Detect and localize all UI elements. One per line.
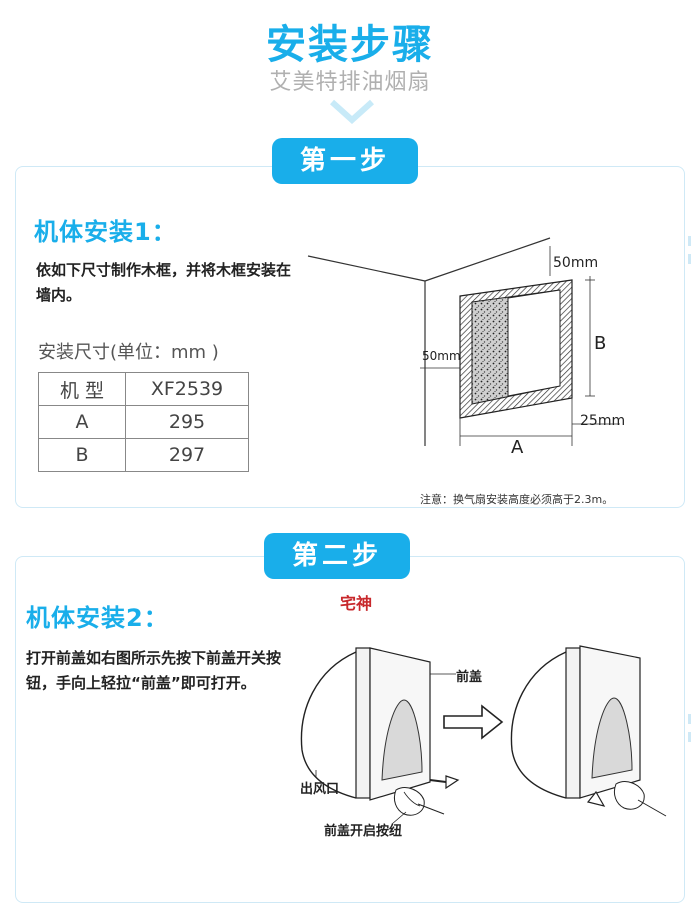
- table-cell: 295: [125, 405, 249, 439]
- decorative-dash: [688, 254, 691, 264]
- decorative-dash: [688, 714, 691, 724]
- dimension-label-bottom: 25mm: [580, 413, 626, 429]
- page-title: 安装步骤: [266, 22, 434, 68]
- table-header-cell: XF2539: [125, 372, 249, 406]
- step2-description: 打开前盖如右图所示先按下前盖开关按钮，手向上轻拉“前盖”即可打开。: [26, 649, 282, 692]
- dimension-label-b: B: [594, 333, 607, 354]
- step1-section-title: 机体安装1：: [34, 218, 177, 246]
- install-note: 注意：换气扇安装高度必须高于2.3m。: [420, 493, 614, 506]
- size-table: 机 型 XF2539 A 295 B 297: [38, 372, 249, 472]
- table-cell: 297: [125, 438, 249, 472]
- cover-release-button-label: 前盖开启按纽: [324, 824, 403, 839]
- wood-frame-diagram: [307, 237, 620, 446]
- front-cover-diagram: [300, 645, 667, 825]
- table-cell: A: [38, 405, 126, 439]
- step2-section-title: 机体安装2：: [26, 604, 169, 632]
- page-subtitle: 艾美特排油烟扇: [269, 70, 431, 95]
- step1-description: 依如下尺寸制作木框，并将木框安装在墙内。: [36, 261, 292, 304]
- decorative-dash: [688, 236, 691, 246]
- brand-logo: 宅神: [340, 594, 373, 613]
- dimension-label-a: A: [511, 437, 524, 458]
- decorative-dash: [688, 732, 691, 742]
- table-row: A 295: [38, 405, 249, 439]
- table-row: B 297: [38, 438, 249, 472]
- front-cover-label: 前盖: [456, 670, 483, 685]
- table-header-cell: 机 型: [38, 372, 126, 406]
- step1-badge: 第一步: [272, 138, 418, 184]
- dimension-label-top: 50mm: [553, 255, 599, 271]
- size-label: 安装尺寸(单位：mm ): [38, 342, 219, 363]
- chevron-down-icon: [330, 99, 374, 124]
- air-outlet-label: 出风口: [300, 782, 340, 797]
- step2-badge: 第二步: [264, 533, 410, 579]
- table-header-row: 机 型 XF2539: [38, 372, 249, 406]
- table-cell: B: [38, 438, 126, 472]
- dimension-label-left: 50mm: [422, 349, 461, 363]
